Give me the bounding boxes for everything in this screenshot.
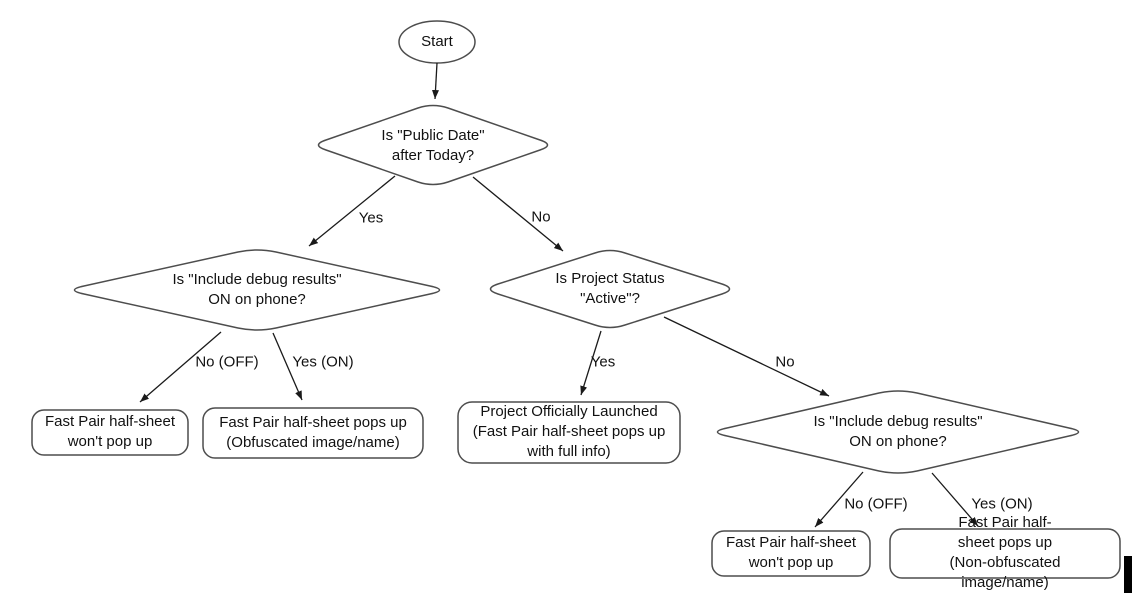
edge-label-project-status-yes: Yes (590, 353, 616, 371)
result-non-obfuscated-label: Fast Pair half-sheet pops up (Non-obfusc… (949, 514, 1061, 591)
arrow-public-date-yes (308, 175, 396, 247)
arrow-debug-right-yes (931, 472, 979, 527)
result-launched-shape (457, 401, 681, 464)
edge-label-project-status-no: No (775, 353, 795, 371)
arrow-project-status-no (663, 316, 830, 397)
arrow-debug-left-no (139, 331, 222, 403)
decision-debug-right-shape (716, 390, 1080, 474)
edge-label-debug-left-yes: Yes (ON) (292, 353, 354, 371)
result-wont-popup-left-shape (31, 409, 189, 456)
result-obfuscated-label: Fast Pair half-sheet pops up (Obfuscated… (219, 414, 407, 451)
result-launched-label: Project Officially Launched (Fast Pair h… (472, 403, 666, 460)
start-label: Start (421, 33, 453, 50)
text-cursor-artifact (1124, 556, 1132, 593)
edge-label-debug-right-no: No (OFF) (844, 495, 908, 513)
arrow-public-date-no (472, 176, 564, 252)
decision-debug-left-shape (73, 249, 441, 331)
arrow-project-status-yes (580, 330, 602, 396)
result-obfuscated-shape (202, 407, 424, 459)
arrow-start-to-public-date (432, 62, 439, 100)
result-wont-popup-left-label: Fast Pair half-sheet won't pop up (44, 413, 176, 450)
edge-label-debug-left-no: No (OFF) (195, 353, 259, 371)
edge-label-public-date-no: No (531, 208, 551, 226)
decision-debug-left-label: Is "Include debug results" ON on phone? (172, 271, 342, 308)
edge-label-public-date-yes: Yes (358, 209, 384, 227)
arrow-debug-right-no (814, 471, 864, 528)
decision-public-date-label: Is "Public Date" after Today? (381, 127, 485, 164)
decision-public-date-shape (317, 104, 549, 186)
result-non-obfuscated-shape (889, 528, 1121, 579)
decision-project-status-label: Is Project Status "Active"? (555, 270, 665, 307)
decision-debug-right-label: Is "Include debug results" ON on phone? (813, 413, 983, 450)
result-wont-popup-right-label: Fast Pair half-sheet won't pop up (725, 534, 857, 571)
result-wont-popup-right-shape (711, 530, 871, 577)
arrow-debug-left-yes (272, 332, 303, 401)
edge-label-debug-right-yes: Yes (ON) (971, 495, 1033, 513)
decision-project-status-shape (489, 249, 731, 329)
